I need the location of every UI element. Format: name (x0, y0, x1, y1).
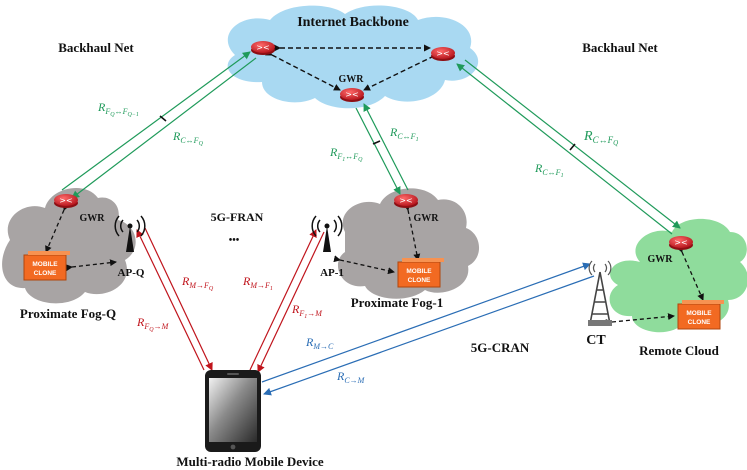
svg-text:><: >< (674, 238, 687, 247)
rate-label-c-f1-right: RC↔F1 (534, 161, 564, 179)
antenna-icon (114, 215, 146, 252)
router-icon: >< (669, 236, 693, 250)
svg-text:CLONE: CLONE (688, 319, 711, 326)
device-label: Multi-radio Mobile Device (176, 454, 324, 469)
rate-label-c-f1-top: RC↔F1 (389, 125, 419, 143)
gwr-label: GWR (339, 74, 365, 85)
fog-internal-links (45, 203, 704, 327)
rate-label-m-f1: RM→F1 (242, 274, 273, 292)
rate-label-m-c: RM→C (305, 335, 334, 351)
ct-label: CT (586, 333, 606, 348)
fran-links (136, 227, 325, 373)
gwr-label: GWR (414, 213, 440, 224)
link-break-marks (159, 115, 576, 151)
remote-cloud-label: Remote Cloud (639, 343, 720, 358)
gwr-label: GWR (648, 254, 674, 265)
fran-title: 5G-FRAN (211, 210, 264, 224)
rate-label-c-fq-left: RC↔FQ (172, 129, 204, 147)
svg-text:MOBILE: MOBILE (406, 268, 432, 275)
router-icon: >< (431, 47, 455, 61)
ap-q-label: AP-Q (118, 267, 145, 279)
gwr-label: GWR (80, 213, 106, 224)
svg-text:><: >< (59, 196, 72, 205)
backhaul-left-title: Backhaul Net (58, 40, 134, 55)
router-icon: >< (54, 194, 78, 208)
antenna-icon (311, 215, 343, 252)
cran-title: 5G-CRAN (471, 340, 530, 355)
fog-q-label: Proximate Fog-Q (20, 306, 116, 321)
svg-text:MOBILE: MOBILE (32, 261, 58, 268)
router-icon: >< (340, 88, 364, 102)
svg-text:CLONE: CLONE (34, 270, 57, 277)
router-icon: >< (251, 41, 275, 55)
rate-label-f1-m: RF1→M (291, 302, 323, 320)
mobile-device-icon (205, 370, 261, 452)
fran-ellipsis: ••• (229, 235, 240, 246)
router-icon: >< (394, 194, 418, 208)
cran-links (261, 262, 595, 396)
rate-label-f1-fq: RF1↔FQ (329, 145, 363, 163)
rate-label-fq-m: RFQ→M (136, 315, 170, 333)
mobile-clone-box: MOBILE CLONE (23, 251, 70, 281)
ap-1-label: AP-1 (320, 267, 344, 279)
svg-text:><: >< (256, 43, 269, 52)
rate-label-c-fq-right: RC↔FQ (583, 129, 618, 147)
backhaul-right-title: Backhaul Net (582, 40, 658, 55)
mobile-clone-box: MOBILE CLONE (397, 258, 444, 288)
fog-1-label: Proximate Fog-1 (351, 295, 444, 310)
svg-text:CLONE: CLONE (408, 277, 431, 284)
backhaul-links (61, 51, 681, 235)
svg-text:MOBILE: MOBILE (686, 310, 712, 317)
mobile-clone-box: MOBILE CLONE (677, 300, 724, 330)
svg-text:><: >< (436, 49, 449, 58)
internet-backbone-title: Internet Backbone (297, 15, 409, 30)
svg-text:><: >< (399, 196, 412, 205)
backbone-links (265, 44, 441, 91)
rate-label-fq-fq1: RFQ↔FQ−1 (97, 100, 139, 118)
cell-tower-icon (588, 260, 612, 326)
rate-label-m-fq: RM→FQ (181, 274, 214, 292)
rate-label-c-m: RC→M (336, 369, 366, 385)
svg-text:><: >< (345, 90, 358, 99)
